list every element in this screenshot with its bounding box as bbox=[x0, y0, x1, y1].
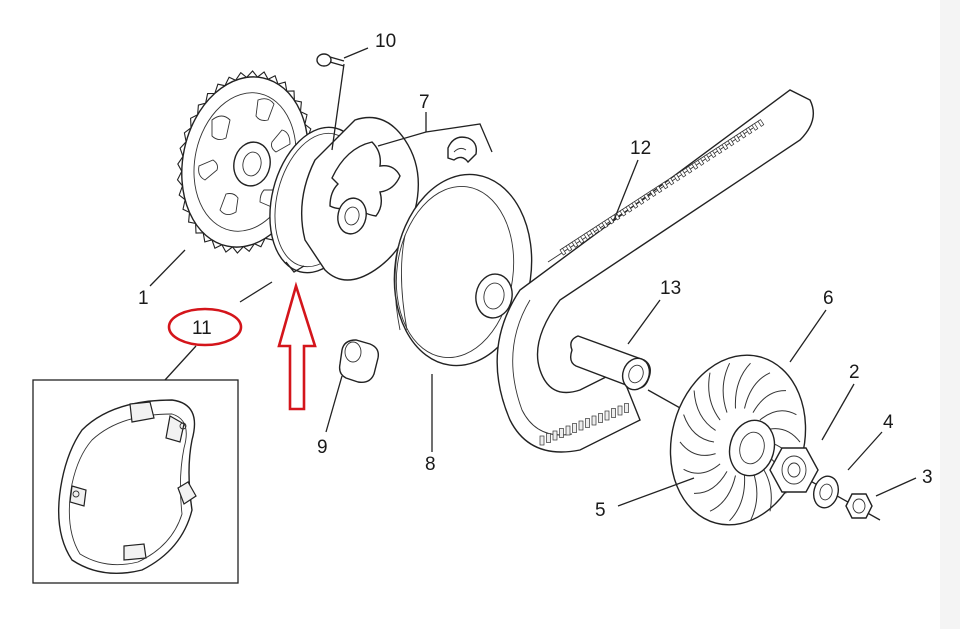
leader-lines bbox=[149, 47, 917, 507]
part-10-screw bbox=[316, 53, 345, 67]
callout-11: 11 bbox=[192, 318, 212, 339]
callout-5: 5 bbox=[595, 500, 606, 521]
part-8-pulley bbox=[393, 173, 533, 367]
highlight-arrow bbox=[277, 281, 317, 411]
ramp-plate bbox=[301, 116, 420, 281]
part-9-roller-weight bbox=[338, 339, 380, 384]
part-3-nut bbox=[845, 493, 873, 519]
part-6-fan-pulley bbox=[669, 354, 807, 526]
callout-13: 13 bbox=[660, 278, 681, 299]
callout-2: 2 bbox=[849, 362, 860, 383]
part-4-washer bbox=[812, 475, 840, 509]
callout-10: 10 bbox=[375, 31, 396, 52]
callout-9: 9 bbox=[317, 437, 328, 458]
highlight-circle-11 bbox=[167, 307, 243, 347]
callout-7: 7 bbox=[419, 92, 430, 113]
callout-12: 12 bbox=[630, 138, 651, 159]
callout-3: 3 bbox=[922, 467, 933, 488]
callout-1: 1 bbox=[138, 288, 149, 309]
part-2-hub-nut bbox=[769, 447, 819, 493]
callout-4: 4 bbox=[883, 412, 894, 433]
callout-6: 6 bbox=[823, 288, 834, 309]
part-11-detail-inset bbox=[32, 379, 239, 584]
callout-8: 8 bbox=[425, 454, 436, 475]
part-12-drive-belt bbox=[496, 89, 814, 453]
